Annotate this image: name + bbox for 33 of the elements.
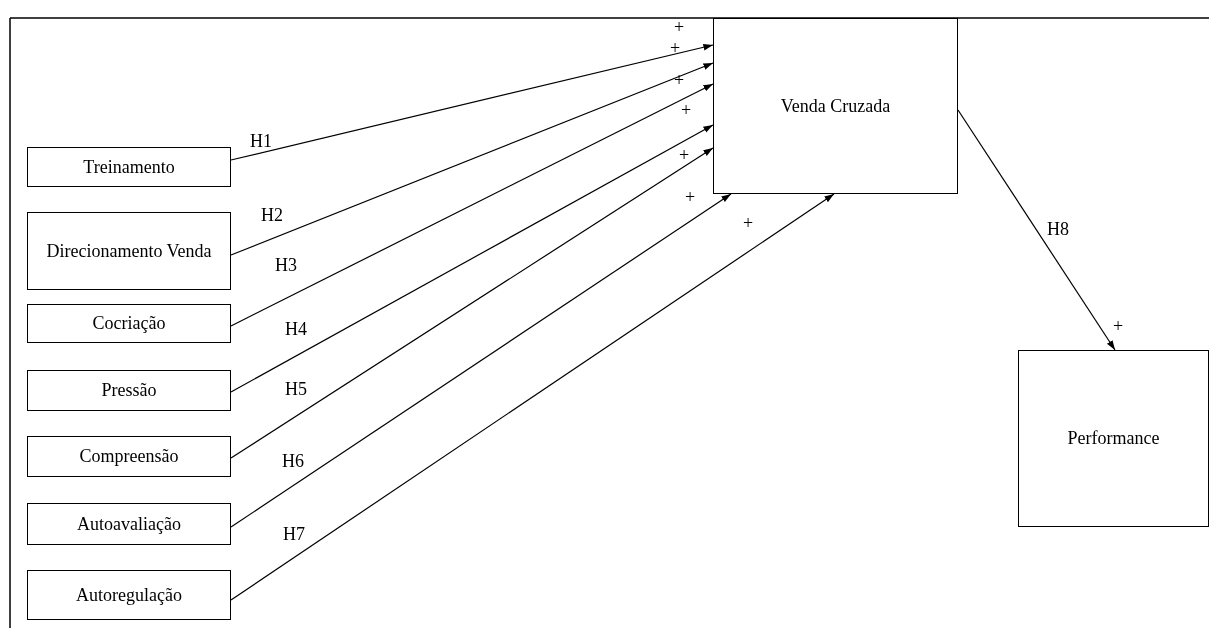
construct-box: Performance bbox=[1018, 350, 1209, 527]
construct-box: Venda Cruzada bbox=[713, 18, 958, 194]
variable-box: Direcionamento Venda bbox=[27, 212, 231, 290]
arrow bbox=[230, 62, 714, 256]
sign-label: + bbox=[670, 39, 681, 57]
arrow bbox=[230, 193, 835, 601]
variable-box: Pressão bbox=[27, 370, 231, 411]
sign-label: + bbox=[743, 214, 754, 232]
variable-box: Compreensão bbox=[27, 436, 231, 477]
variable-box: Treinamento bbox=[27, 147, 231, 187]
sign-label: + bbox=[1113, 317, 1124, 335]
sign-label: + bbox=[681, 101, 692, 119]
arrow bbox=[230, 83, 714, 327]
hypothesis-label: H2 bbox=[261, 206, 283, 224]
variable-box: Autoregulação bbox=[27, 570, 231, 620]
sign-label: + bbox=[674, 18, 685, 36]
variable-box: Autoavaliação bbox=[27, 503, 231, 545]
hypothesis-label: H4 bbox=[285, 320, 307, 338]
arrow bbox=[230, 147, 714, 459]
hypothesis-label: H8 bbox=[1047, 220, 1069, 238]
variable-box: Cocriação bbox=[27, 304, 231, 343]
sign-label: + bbox=[674, 71, 685, 89]
hypothesis-label: H5 bbox=[285, 380, 307, 398]
arrow bbox=[230, 193, 732, 528]
arrow bbox=[957, 109, 1116, 351]
arrow bbox=[230, 43, 714, 161]
sign-label: + bbox=[685, 188, 696, 206]
hypothesis-label: H7 bbox=[283, 525, 305, 543]
hypothesis-label: H1 bbox=[250, 132, 272, 150]
hypothesis-label: H3 bbox=[275, 256, 297, 274]
sign-label: + bbox=[679, 146, 690, 164]
arrow bbox=[230, 124, 714, 393]
hypothesis-label: H6 bbox=[282, 452, 304, 470]
